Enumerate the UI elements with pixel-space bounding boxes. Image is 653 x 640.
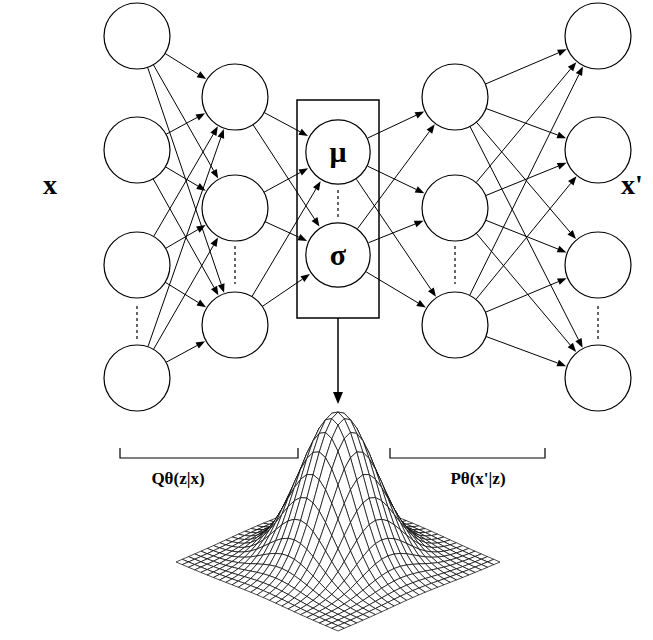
neuron-circle (104, 232, 170, 298)
latent-circle: σ (305, 222, 371, 288)
arrow-head (211, 169, 218, 179)
arrow-head (218, 129, 225, 139)
arrow-head (197, 71, 206, 79)
gaussian-surface (176, 412, 500, 631)
arrow-head (300, 274, 309, 282)
connection-arrow (368, 166, 416, 189)
arrow-head (416, 300, 426, 308)
arrow-head (415, 111, 425, 118)
connection-arrow (486, 220, 558, 249)
surface-cell (332, 626, 344, 631)
arrow-head (567, 230, 575, 239)
connection-arrow (486, 166, 559, 195)
neuron-circle (202, 292, 268, 358)
arrow-head (297, 234, 307, 241)
neuron-circle (202, 64, 268, 130)
connection-arrow (476, 122, 570, 232)
connection-arrow (165, 53, 198, 74)
latent-circle: μ (305, 119, 371, 185)
arrow-head (557, 278, 567, 285)
arrow-head (298, 129, 308, 136)
arrow-head (576, 66, 583, 76)
arrow-head (196, 225, 206, 233)
arrow-head (299, 168, 309, 175)
arrow-head (196, 300, 206, 308)
connection-arrow (166, 117, 197, 134)
arrow-head (218, 283, 225, 293)
arrow-head (557, 49, 567, 56)
latent-box (297, 100, 379, 318)
connection-arrow (476, 233, 570, 345)
connection-arrow (476, 69, 570, 183)
arrow-head (568, 176, 576, 185)
neuron-circle (422, 175, 488, 241)
ellipsis-dashes (137, 190, 598, 340)
connection-arrow (166, 345, 197, 362)
neuron-circle (104, 345, 170, 411)
arrow-head (556, 360, 566, 367)
decoder-label: Pθ(x'|z) (450, 470, 505, 487)
connection-arrow (366, 272, 418, 303)
circle-shape (306, 223, 370, 287)
neuron-circle (565, 117, 631, 183)
arrow-head (196, 113, 206, 120)
arrow-head (414, 221, 424, 228)
arrow-head (415, 186, 425, 193)
arrow-head (556, 132, 566, 139)
arrow-head (312, 217, 320, 226)
connection-arrow (368, 115, 416, 138)
connection-arrow (470, 126, 579, 339)
node-text-wrap: μ (305, 119, 371, 185)
arrow-head (568, 62, 576, 71)
latent-symbol: σ (330, 240, 346, 270)
connection-arrow (265, 222, 299, 237)
neuron-circle (565, 232, 631, 298)
neuron-circle (104, 3, 170, 69)
neuron-circle (565, 345, 631, 411)
encoder-label: Qθ(z|x) (151, 470, 204, 487)
connection-arrow (486, 336, 558, 363)
down-arrow (333, 318, 343, 404)
arrow-head (210, 237, 218, 247)
connection-arrow (264, 113, 300, 132)
output-label: x' (621, 171, 643, 199)
arrow-head (427, 124, 435, 133)
neuron-circle (202, 175, 268, 241)
connection-arrow (486, 108, 558, 135)
connection-arrow (166, 230, 198, 249)
connection-arrow (264, 173, 300, 193)
neuron-circles (104, 3, 631, 411)
neuron-circle (104, 117, 170, 183)
neuron-circle (422, 292, 488, 358)
input-label: x (43, 171, 57, 199)
connection-arrow (369, 224, 415, 243)
arrow-head (557, 246, 567, 253)
node-text-wrap: σ (305, 222, 371, 288)
latent-symbol: μ (329, 137, 346, 167)
neuron-circle (565, 3, 631, 69)
arrow-head (568, 343, 576, 352)
arrow-head (313, 181, 321, 191)
arrow-head (428, 287, 436, 296)
network-arrows (148, 49, 583, 366)
neuron-circle (422, 64, 488, 130)
connection-arrow (485, 53, 558, 84)
arrow-head (575, 338, 582, 348)
connection-arrow (485, 282, 558, 313)
arrow-head (557, 163, 567, 170)
circle-shape (306, 120, 370, 184)
arrow-head (211, 286, 218, 296)
arrow-head (196, 341, 206, 348)
arrow-head (210, 126, 218, 136)
